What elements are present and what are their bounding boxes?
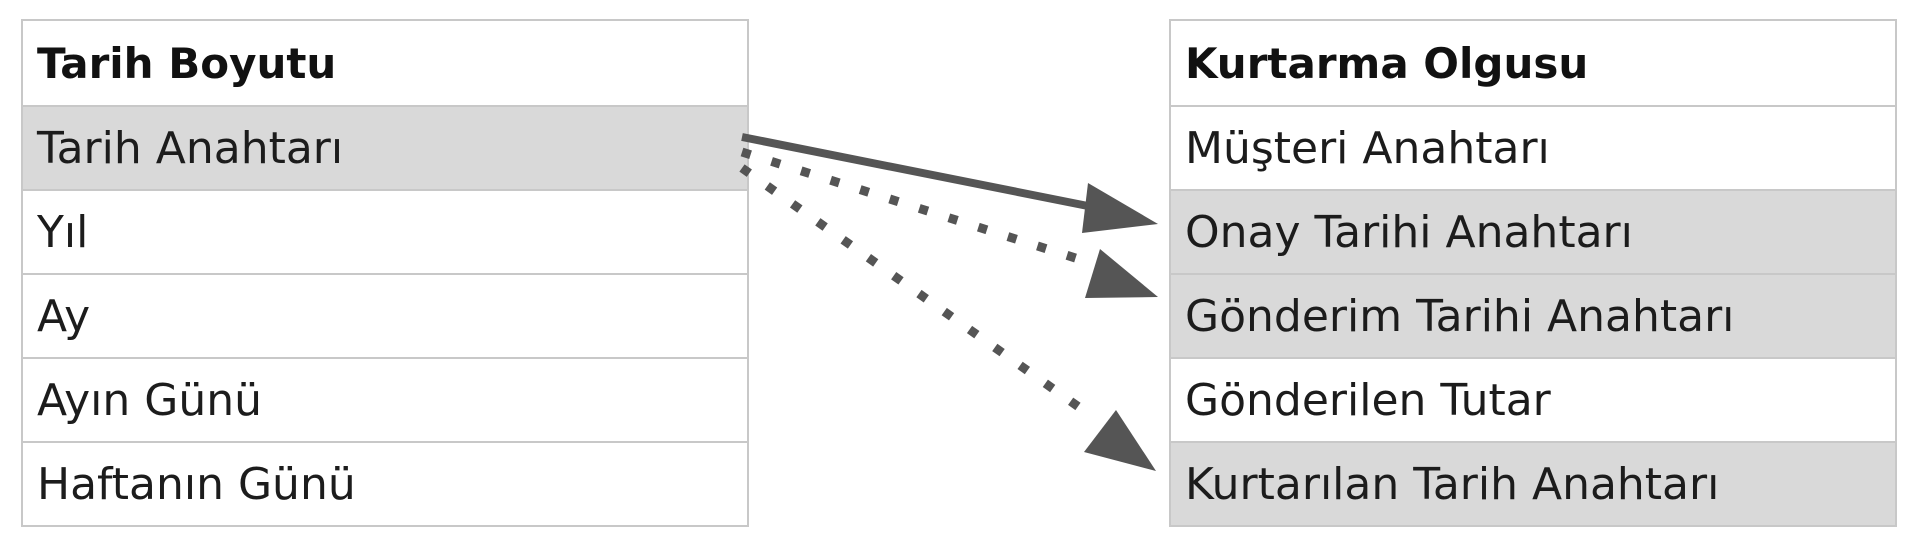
arrow-dotted-to-shipment-date — [740, 147, 1158, 298]
arrow-dotted-to-recovered-date — [739, 164, 1156, 471]
date-dimension-row-year: Yıl — [23, 189, 747, 273]
recovery-fact-row-recovered-date-key: Kurtarılan Tarih Anahtarı — [1171, 441, 1895, 525]
arrow-solid-to-approval-date — [741, 133, 1158, 233]
date-dimension-row-day-of-week: Haftanın Günü — [23, 441, 747, 525]
recovery-fact-title: Kurtarma Olgusu — [1185, 38, 1589, 88]
recovery-fact-row-shipped-amount: Gönderilen Tutar — [1171, 357, 1895, 441]
recovery-fact-table: Kurtarma Olgusu Müşteri Anahtarı Onay Ta… — [1169, 19, 1897, 527]
recovery-fact-row-customer-key: Müşteri Anahtarı — [1171, 105, 1895, 189]
date-dimension-table: Tarih Boyutu Tarih Anahtarı Yıl Ay Ayın … — [21, 19, 749, 527]
recovery-fact-row-approval-date-key: Onay Tarihi Anahtarı — [1171, 189, 1895, 273]
date-dimension-row-day-of-month: Ayın Günü — [23, 357, 747, 441]
date-dimension-row-date-key: Tarih Anahtarı — [23, 105, 747, 189]
recovery-fact-row-shipment-date-key: Gönderim Tarihi Anahtarı — [1171, 273, 1895, 357]
date-dimension-row-month: Ay — [23, 273, 747, 357]
date-dimension-title: Tarih Boyutu — [37, 38, 337, 88]
